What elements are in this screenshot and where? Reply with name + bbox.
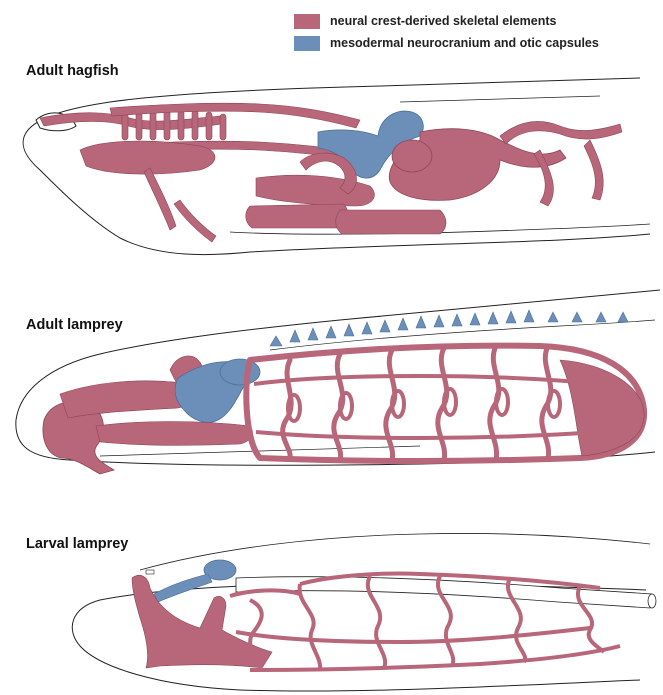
hagfish-posterior-arches [500,121,622,144]
hagfish-velar-mass [80,141,215,174]
larval-lamprey-figure [72,533,656,691]
hagfish-tentacle-support-2 [174,200,216,242]
larval-lamprey-notochord-end [648,594,656,608]
hagfish-body-outline-inner [400,96,600,102]
adult-lamprey-figure [16,290,660,474]
adult-lamprey-lingual-mass [96,422,252,446]
adult-lamprey-branchial-bars [283,346,551,460]
adult-lamprey-otic-capsule [220,359,260,385]
hagfish-lingual-plate-2 [336,210,446,234]
larval-lamprey-tab [146,570,154,574]
hagfish-figure [23,78,650,255]
hagfish-tentacle-support [144,168,176,230]
hagfish-lingual-plate-1 [246,204,349,228]
adult-lamprey-piston-cartilage [60,381,192,418]
hagfish-posterior-arch-loop-2 [584,140,603,200]
adult-lamprey-arcualia [270,310,628,346]
hagfish-otic-capsule [392,140,432,172]
